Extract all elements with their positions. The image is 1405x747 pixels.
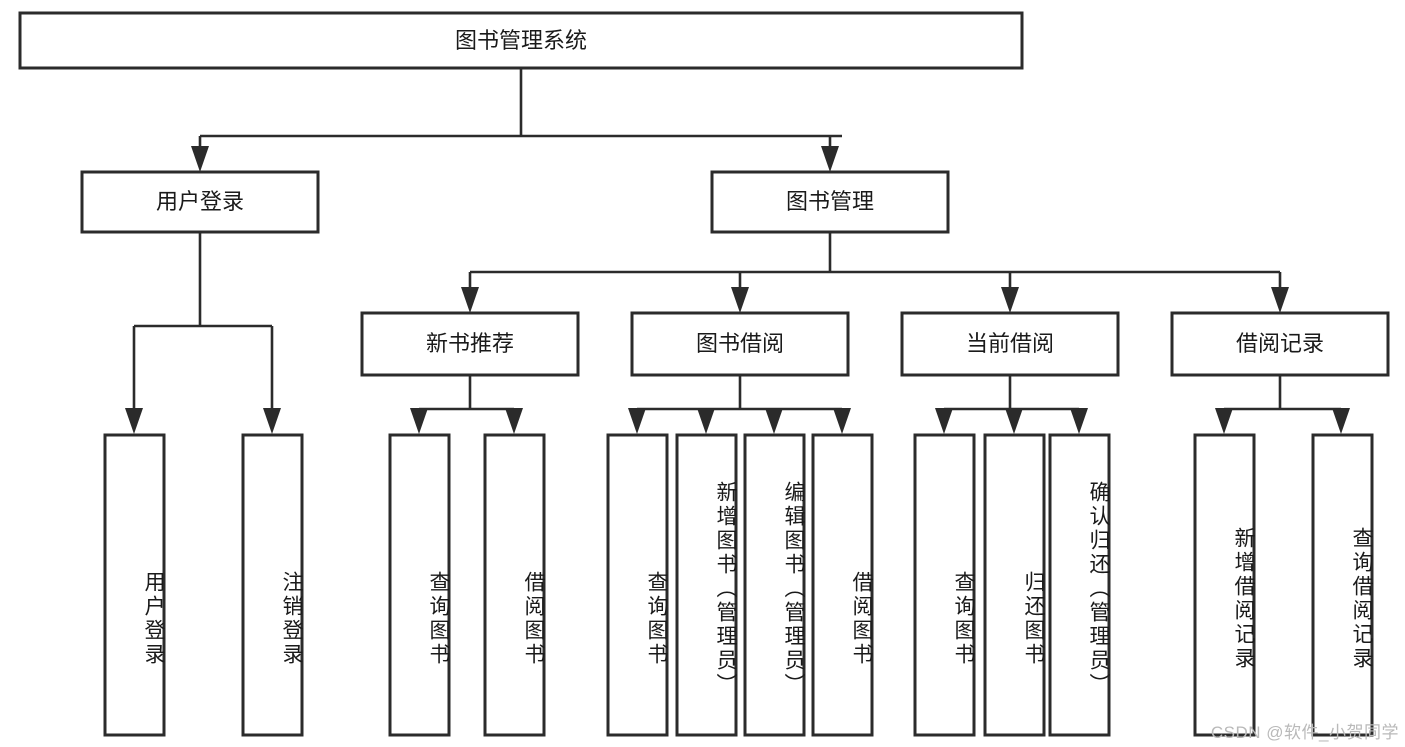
connector-current-borrow-to-leaves bbox=[935, 375, 1088, 434]
connector-book-borrow-to-leaves bbox=[628, 375, 851, 434]
node-root-box bbox=[18, 11, 1024, 70]
leaf-box-query-books-borrow[interactable] bbox=[606, 433, 669, 737]
node-user-login[interactable]: 用户登录 bbox=[80, 170, 320, 234]
arrow-head-icon bbox=[935, 408, 953, 434]
node-borrow-record[interactable]: 借阅记录 bbox=[1170, 311, 1390, 377]
csdn-watermark: CSDN @软件_小贺同学 bbox=[1210, 723, 1399, 742]
connector-borrow-record-to-leaves bbox=[1215, 375, 1350, 434]
node-current-borrow-box bbox=[900, 311, 1120, 377]
arrow-head-icon bbox=[1070, 408, 1088, 434]
arrow-head-icon bbox=[410, 408, 428, 434]
node-user-login-label: 用户登录 bbox=[156, 189, 244, 214]
connector-root-to-level1 bbox=[191, 68, 842, 172]
arrow-head-icon bbox=[1271, 287, 1289, 313]
node-book-management-label: 图书管理 bbox=[786, 189, 874, 214]
arrow-head-icon bbox=[263, 408, 281, 434]
node-user-login-box bbox=[80, 170, 320, 234]
node-new-book-recommend-label: 新书推荐 bbox=[426, 331, 514, 356]
node-borrow-record-label: 借阅记录 bbox=[1236, 331, 1324, 356]
arrow-head-icon bbox=[1005, 408, 1023, 434]
node-current-borrow-label: 当前借阅 bbox=[966, 331, 1054, 356]
arrow-head-icon bbox=[461, 287, 479, 313]
leaf-box-confirm-return-admin[interactable] bbox=[1048, 433, 1111, 737]
leaf-box-borrow-books-recommend[interactable] bbox=[483, 433, 546, 737]
arrow-head-icon bbox=[765, 408, 783, 434]
arrow-head-icon bbox=[731, 287, 749, 313]
leaf-box-query-borrow-record[interactable] bbox=[1311, 433, 1374, 737]
leaf-box-query-books-current[interactable] bbox=[913, 433, 976, 737]
arrow-head-icon bbox=[628, 408, 646, 434]
node-book-borrow-label: 图书借阅 bbox=[696, 331, 784, 356]
arrow-head-icon bbox=[833, 408, 851, 434]
leaf-boxes bbox=[103, 433, 1374, 737]
node-book-management[interactable]: 图书管理 bbox=[710, 170, 950, 234]
connector-new-book-recommend-to-leaves bbox=[410, 375, 523, 434]
connector-book-management-to-level2 bbox=[461, 232, 1289, 313]
arrow-head-icon bbox=[821, 146, 839, 172]
arrow-head-icon bbox=[125, 408, 143, 434]
arrow-head-icon bbox=[697, 408, 715, 434]
leaf-box-edit-book-admin[interactable] bbox=[743, 433, 806, 737]
node-root-label: 图书管理系统 bbox=[455, 28, 587, 53]
leaf-box-query-books-recommend[interactable] bbox=[388, 433, 451, 737]
arrow-head-icon bbox=[191, 146, 209, 172]
arrow-head-icon bbox=[1332, 408, 1350, 434]
node-new-book-recommend-box bbox=[360, 311, 580, 377]
node-root[interactable]: 图书管理系统 bbox=[18, 11, 1024, 70]
leaf-box-return-books[interactable] bbox=[983, 433, 1046, 737]
arrow-head-icon bbox=[505, 408, 523, 434]
leaf-box-borrow-books-borrow[interactable] bbox=[811, 433, 874, 737]
leaf-box-add-book-admin[interactable] bbox=[675, 433, 738, 737]
connector-user-login-to-leaves bbox=[125, 232, 281, 434]
node-current-borrow[interactable]: 当前借阅 bbox=[900, 311, 1120, 377]
leaf-box-logout[interactable] bbox=[241, 433, 304, 737]
arrow-head-icon bbox=[1215, 408, 1233, 434]
node-new-book-recommend[interactable]: 新书推荐 bbox=[360, 311, 580, 377]
leaf-box-add-borrow-record[interactable] bbox=[1193, 433, 1256, 737]
node-book-borrow[interactable]: 图书借阅 bbox=[630, 311, 850, 377]
arrow-head-icon bbox=[1001, 287, 1019, 313]
leaf-box-user-login[interactable] bbox=[103, 433, 166, 737]
